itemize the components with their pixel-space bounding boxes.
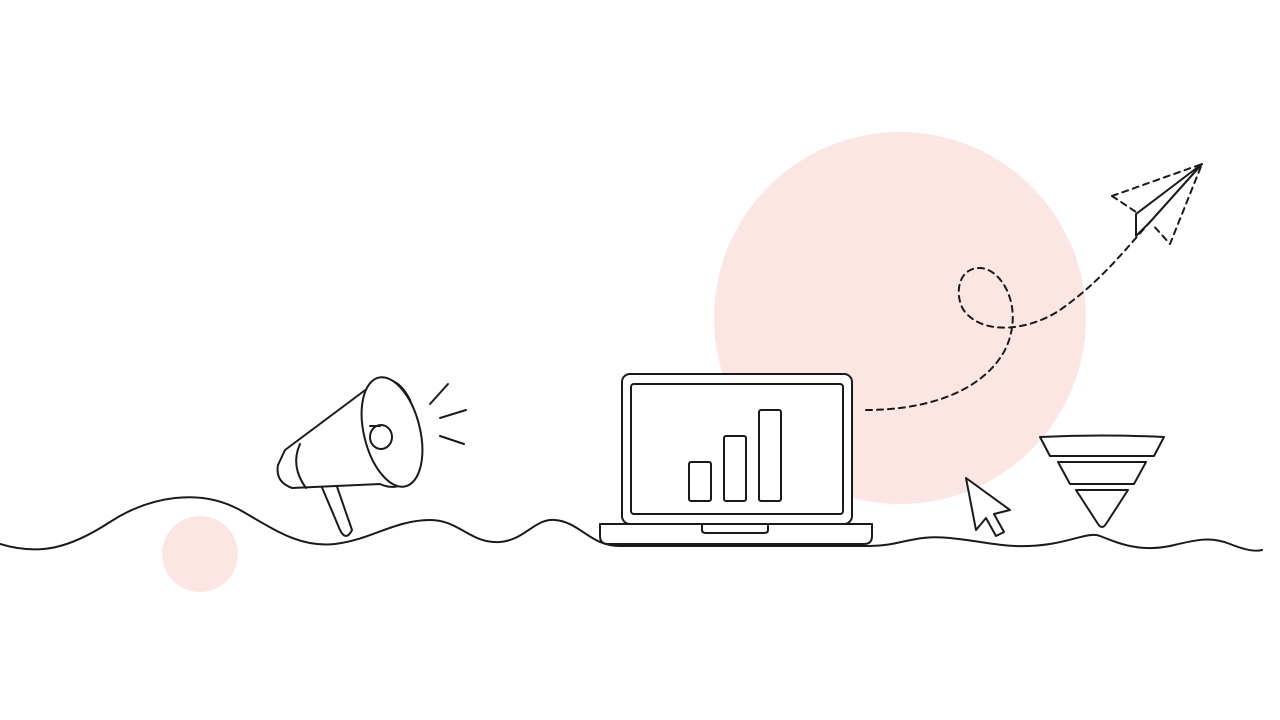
wavy-ground-line: [0, 496, 1263, 552]
bar-chart: [688, 409, 782, 502]
small-accent-circle: [162, 516, 238, 592]
chart-bar: [688, 461, 712, 502]
cursor-icon: [965, 477, 1011, 537]
paper-plane-icon: [1111, 163, 1203, 245]
chart-bar: [758, 409, 782, 502]
megaphone-icon: [276, 376, 467, 537]
funnel-icon: [1039, 434, 1165, 528]
chart-bar: [723, 435, 747, 502]
dashed-flight-path: [865, 221, 1151, 411]
laptop-icon: [599, 373, 873, 545]
